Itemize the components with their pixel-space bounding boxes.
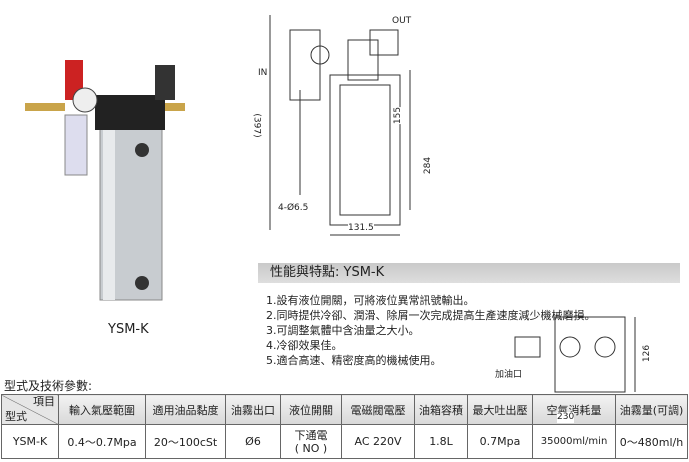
column-header: 輸入氣壓範圍 (58, 394, 146, 425)
cell: 20～100cSt (145, 424, 226, 459)
features-title: 性能與特點: YSM-K (258, 263, 680, 283)
table-row: YSM-K 0.4～0.7Mpa 20～100cSt Ø6 下通電 ( NO )… (1, 424, 688, 459)
spec-table: 項目 型式 輸入氣壓範圍 適用油品黏度 油霧出口 液位開關 電磁閥電壓 油箱容積… (1, 394, 688, 459)
column-header: 油箱容積 (414, 394, 468, 425)
dim-holes: 4-Ø6.5 (278, 203, 309, 214)
cell: Ø6 (225, 424, 281, 459)
cell: 0.4～0.7Mpa (58, 424, 146, 459)
front-drawing: OUT IN (397) 155 284 4-Ø6.5 131.5 (240, 10, 450, 242)
column-header: 最大吐出壓 (467, 394, 533, 425)
feature-item: 1.設有液位開關，可將液位異常訊號輸出。 (266, 294, 475, 307)
corner-header: 項目 型式 (1, 394, 59, 425)
dim-width: 131.5 (348, 223, 374, 234)
feature-item: 3.可調整氣體中含油量之大小。 (266, 324, 420, 337)
column-header: 油霧出口 (225, 394, 281, 425)
product-caption: YSM-K (108, 322, 149, 337)
corner-bottom-label: 型式 (5, 410, 27, 423)
cell: 1.8L (414, 424, 468, 459)
dim-total-height: (397) (250, 113, 262, 138)
feature-item: 4.冷卻效果佳。 (266, 339, 343, 352)
cell: 0～480ml/h (615, 424, 688, 459)
spec-title: 型式及技術參數: (4, 379, 93, 393)
dim-155: 155 (393, 106, 405, 125)
features-list: 1.設有液位開關，可將液位異常訊號輸出。 2.同時提供冷卻、潤滑、除屑一次完成提… (266, 293, 596, 368)
cell: 35000ml/min (532, 424, 616, 459)
table-header-row: 項目 型式 輸入氣壓範圍 適用油品黏度 油霧出口 液位開關 電磁閥電壓 油箱容積… (1, 394, 688, 425)
column-header: 油霧量(可調) (615, 394, 688, 425)
dim-284: 284 (423, 156, 435, 175)
cell-model: YSM-K (1, 424, 59, 459)
column-header: 液位開關 (280, 394, 342, 425)
dim-230: 230 (557, 412, 575, 423)
column-header: 電磁閥電壓 (341, 394, 415, 425)
cell: AC 220V (341, 424, 415, 459)
cell: 0.7Mpa (467, 424, 533, 459)
fill-port-label: 加油口 (495, 370, 523, 381)
out-label: OUT (392, 16, 412, 27)
feature-item: 5.適合高速、精密度高的機械使用。 (266, 354, 442, 367)
cell: 下通電 ( NO ) (280, 424, 342, 459)
product-photo (25, 60, 185, 301)
in-label: IN (258, 68, 268, 79)
corner-top-label: 項目 (33, 395, 55, 408)
column-header: 適用油品黏度 (145, 394, 226, 425)
feature-item: 2.同時提供冷卻、潤滑、除屑一次完成提高生產速度減少機械磨損。 (266, 309, 596, 322)
dim-126: 126 (642, 344, 654, 363)
